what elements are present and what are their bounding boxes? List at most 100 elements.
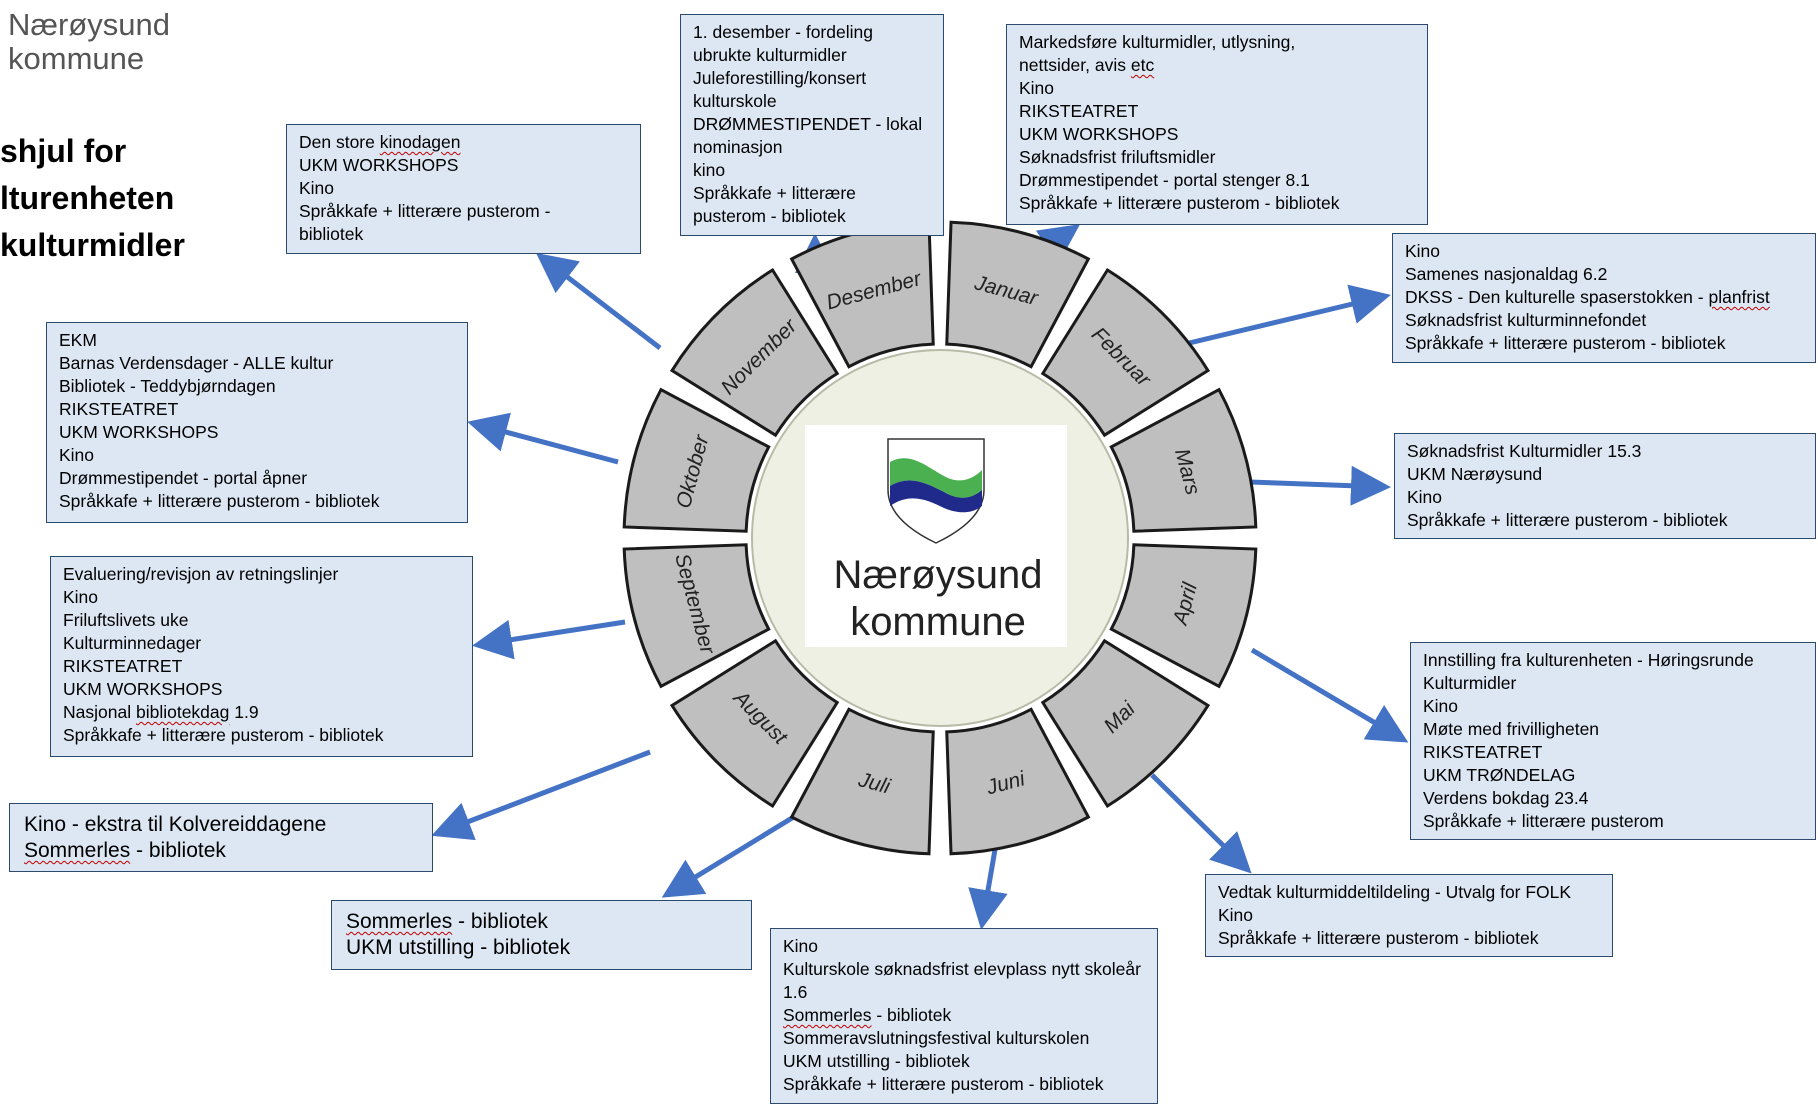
box-line: UKM WORKSHOPS <box>63 679 223 699</box>
box-line: Søknadsfrist kulturminnefondet <box>1405 310 1647 330</box>
box-line: DKSS - Den kulturelle spaserstokken - pl… <box>1405 287 1770 307</box>
arrow <box>472 619 626 660</box>
month-segments: JanuarFebruarMarsAprilMaiJuniJuliAugustS… <box>622 220 1258 856</box>
box-line: RIKSTEATRET <box>59 399 179 419</box>
box-line: pusterom - bibliotek <box>693 206 846 226</box>
month-segment-oktober <box>622 387 771 533</box>
box-line: Evaluering/revisjon av retningslinjer <box>63 564 339 584</box>
month-segment-januar <box>945 220 1091 369</box>
box-line: Kino <box>783 936 819 956</box>
box-line: Juleforestilling/konsert <box>693 68 867 88</box>
box-line: Språkkafe + litterære pusterom - bibliot… <box>59 491 380 511</box>
month-segment-juli <box>789 707 935 856</box>
box-line: Kino <box>1019 78 1055 98</box>
box-line: 1. desember - fordeling <box>693 22 873 42</box>
box-line: bibliotek <box>299 224 364 244</box>
box-line: Barnas Verdensdager - ALLE kultur <box>59 353 334 373</box>
month-segment-februar <box>1040 267 1211 438</box>
month-segment-juni <box>945 707 1091 856</box>
box-line: Kino <box>63 587 99 607</box>
logo-line-1: Nærøysund <box>8 7 170 42</box>
arrow <box>431 749 651 841</box>
box-line: Språkkafe + litterære pusterom - bibliot… <box>783 1074 1104 1094</box>
month-segment-mars <box>1109 387 1258 533</box>
box-line: 1.6 <box>783 982 808 1002</box>
box-line: Kino <box>1405 241 1441 261</box>
info-box-mai: Vedtak kulturmiddeltildeling - Utvalg fo… <box>1205 874 1613 957</box>
title-line-3: kulturmidler <box>0 227 185 263</box>
info-box-april: Innstilling fra kulturenheten - Høringsr… <box>1410 642 1816 840</box>
box-line: Søknadsfrist friluftsmidler <box>1019 147 1216 167</box>
center-name-line-2: kommune <box>850 600 1026 644</box>
center-name-line-1: Nærøysund <box>834 553 1043 597</box>
title-line-1: shjul for <box>0 133 127 169</box>
info-box-desember: 1. desember - fordeling ubrukte kulturmid… <box>680 14 944 236</box>
month-segment-april <box>1109 543 1258 689</box>
box-line: nominasjon <box>693 137 783 157</box>
box-line: Språkkafe + litterære pusterom - bibliot… <box>1019 193 1340 213</box>
box-line: Drømmestipendet - portal åpner <box>59 468 308 488</box>
arrow <box>1159 284 1391 353</box>
box-line: Kino <box>1423 696 1459 716</box>
box-line: UKM TRØNDELAG <box>1423 765 1576 785</box>
box-line: Den store kinodagen <box>299 132 461 152</box>
arrow <box>467 412 619 465</box>
arrow <box>536 252 662 350</box>
box-line: Kino - ekstra til Kolvereiddagene <box>24 813 327 836</box>
box-line: Språkkafe + litterære pusterom - bibliot… <box>63 725 384 745</box>
box-line: Bibliotek - Teddybjørndagen <box>59 376 276 396</box>
box-line: Kino <box>299 178 335 198</box>
box-line: Språkkafe + litterære pusterom - <box>299 201 551 221</box>
box-line: Kulturskole søknadsfrist elevplass nytt … <box>783 959 1141 979</box>
info-box-januar: Markedsføre kulturmidler, utlysning, nett… <box>1006 24 1428 225</box>
box-line: nettsider, avis etc <box>1019 55 1155 75</box>
box-line: Sommeravslutningsfestival kulturskolen <box>783 1028 1090 1048</box>
title-line-2: lturenheten <box>0 180 175 216</box>
center-emblem: Nærøysund kommune <box>751 349 1129 727</box>
month-segment-mai <box>1040 638 1211 809</box>
box-line: Sommerles - bibliotek <box>346 910 548 933</box>
box-line: Drømmestipendet - portal stenger 8.1 <box>1019 170 1310 190</box>
box-line: Nasjonal bibliotekdag 1.9 <box>63 702 259 722</box>
box-line: Språkkafe + litterære <box>693 183 856 203</box>
arrow <box>1249 465 1391 506</box>
box-line: EKM <box>59 330 97 350</box>
shield-icon <box>887 438 985 544</box>
box-line: Sommerles - bibliotek <box>24 839 226 862</box>
box-line: Språkkafe + litterære pusterom - bibliot… <box>1218 928 1539 948</box>
box-line: Språkkafe + litterære pusterom <box>1423 811 1664 831</box>
box-line: Språkkafe + litterære pusterom - bibliot… <box>1405 333 1726 353</box>
box-line: UKM WORKSHOPS <box>1019 124 1179 144</box>
box-line: Kulturminnedager <box>63 633 202 653</box>
box-line: DRØMMESTIPENDET - lokal <box>693 114 923 134</box>
box-line: Friluftslivets uke <box>63 610 189 630</box>
box-line: UKM WORKSHOPS <box>59 422 219 442</box>
box-line: Kulturmidler <box>1423 673 1517 693</box>
kommune-logo-text: Nærøysund kommune <box>8 8 170 76</box>
month-segment-september <box>622 543 771 689</box>
box-line: Språkkafe + litterære pusterom - bibliot… <box>1407 510 1728 530</box>
box-line: Kino <box>59 445 95 465</box>
box-line: RIKSTEATRET <box>1019 101 1139 121</box>
box-line: Sommerles - bibliotek <box>783 1005 952 1025</box>
box-line: Vedtak kulturmiddeltildeling - Utvalg fo… <box>1218 882 1572 902</box>
box-line: Kino <box>1218 905 1254 925</box>
box-line: Markedsføre kulturmidler, utlysning, <box>1019 32 1296 52</box>
box-line: UKM utstilling - bibliotek <box>783 1051 970 1071</box>
box-line: Søknadsfrist Kulturmidler 15.3 <box>1407 441 1642 461</box>
box-line: kino <box>693 160 726 180</box>
logo-line-2: kommune <box>8 41 145 76</box>
box-line: RIKSTEATRET <box>1423 742 1543 762</box>
box-line: Samenes nasjonaldag 6.2 <box>1405 264 1608 284</box>
box-line: Kino <box>1407 487 1443 507</box>
box-line: ubrukte kulturmidler <box>693 45 847 65</box>
